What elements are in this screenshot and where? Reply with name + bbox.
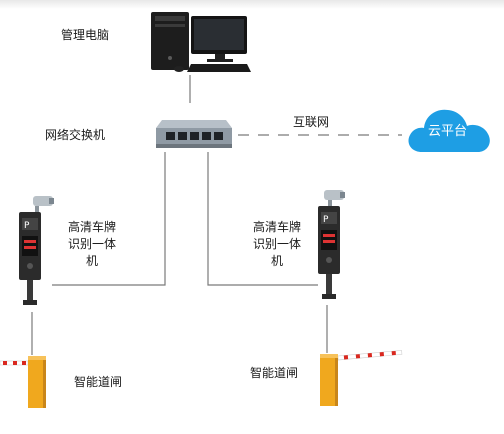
right-camera-label-line-3: 机 — [270, 254, 283, 268]
left-camera-label-line-2: 识别一体 — [67, 237, 116, 251]
barrier-gate-icon — [0, 356, 46, 408]
switch-label: 网络交换机 — [45, 128, 106, 142]
cloud-label: 云平台 — [428, 124, 468, 139]
left-camera-label: 高清车牌 识别一体 机 — [67, 219, 117, 270]
network-switch-icon — [156, 120, 232, 148]
switch-to-left-camera-line — [52, 152, 166, 286]
license-plate-camera-icon: P — [19, 196, 54, 305]
left-camera-label-line-3: 机 — [85, 254, 98, 268]
internet-label: 互联网 — [293, 115, 330, 129]
computer-icon — [151, 12, 251, 72]
svg-text:P: P — [323, 215, 329, 225]
right-camera-label-line-2: 识别一体 — [252, 237, 301, 251]
left-barrier-label: 智能道闸 — [74, 375, 123, 389]
pc-label: 管理电脑 — [61, 28, 110, 42]
top-strip — [0, 0, 504, 9]
svg-text:P: P — [24, 221, 30, 231]
right-camera-label: 高清车牌 识别一体 机 — [252, 219, 302, 270]
right-camera-label-line-1: 高清车牌 — [252, 220, 301, 234]
license-plate-camera-icon: P — [318, 190, 345, 299]
right-barrier-label: 智能道闸 — [250, 366, 299, 380]
cloud-icon — [408, 109, 490, 152]
switch-to-right-camera-line — [207, 152, 318, 286]
barrier-gate-icon — [320, 350, 403, 406]
left-camera-label-line-1: 高清车牌 — [67, 220, 116, 234]
